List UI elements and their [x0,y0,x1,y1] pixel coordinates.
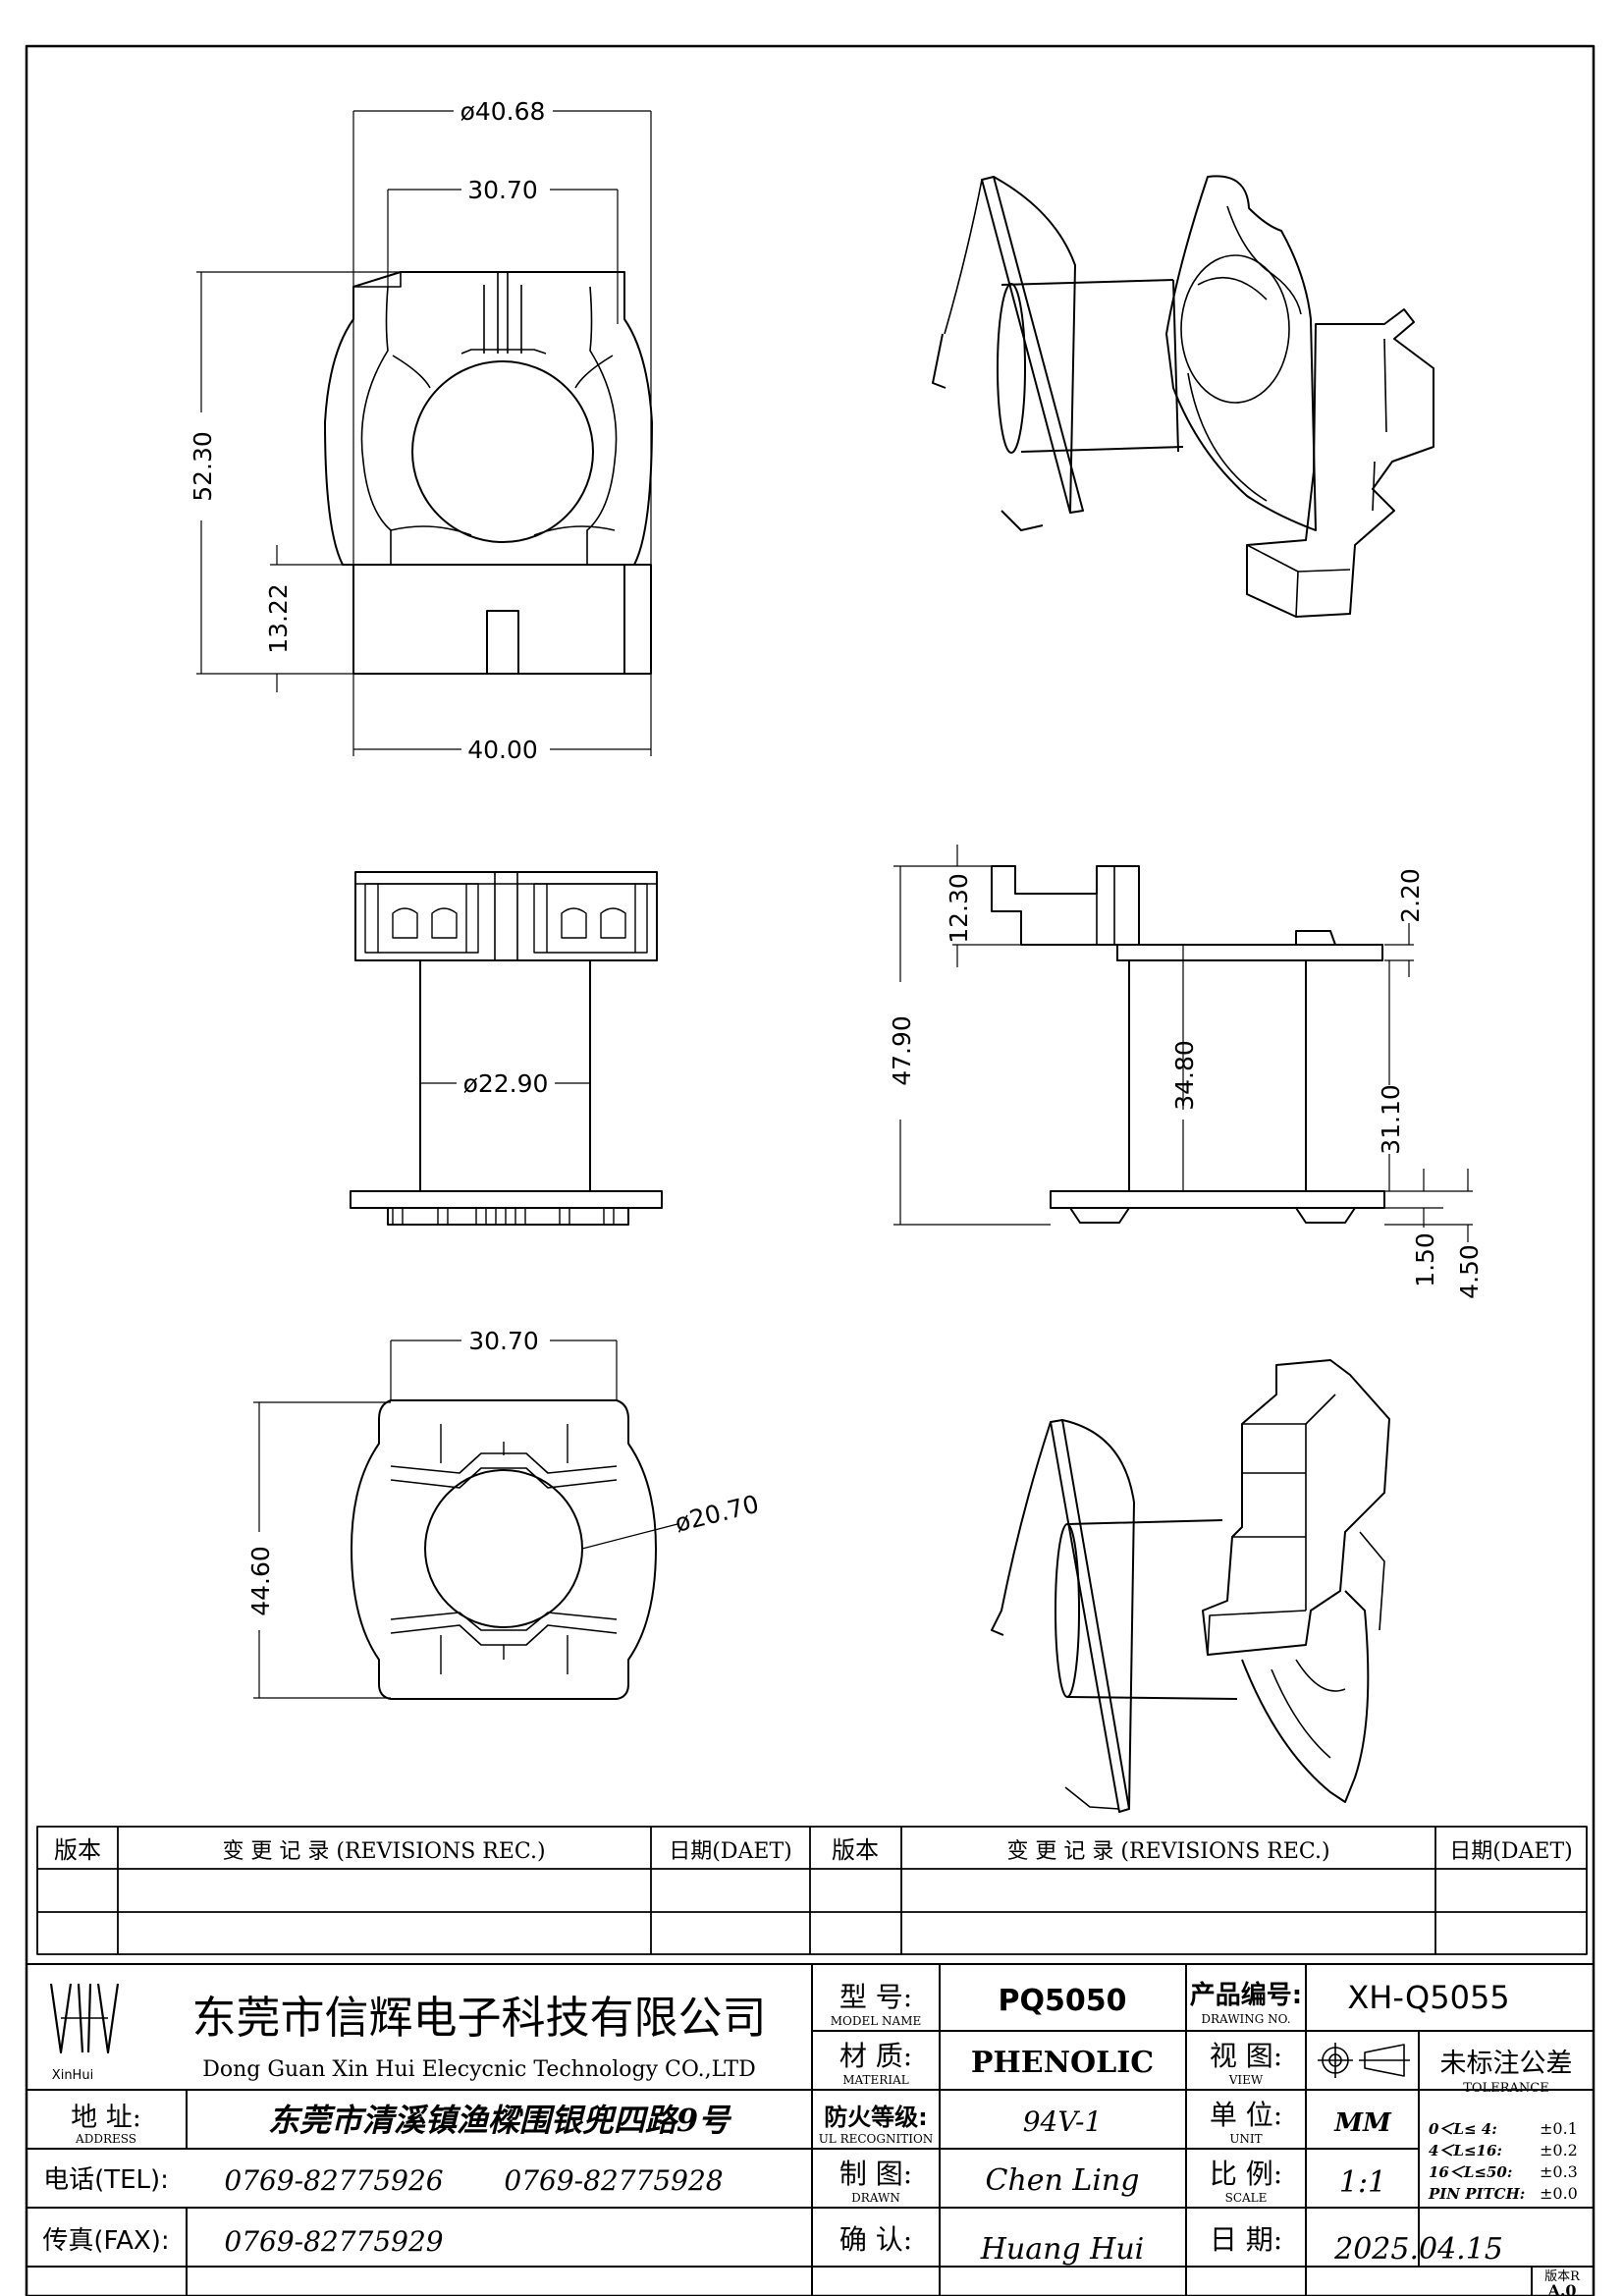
check-value: Huang Hui [980,2232,1145,2267]
version-label: 版本R [1544,2269,1581,2284]
drawn-label: 制 图: [839,2158,912,2190]
model-label-en: MODEL NAME [831,2014,922,2028]
rev-record-header-right: 变 更 记 录 (REVISIONS REC.) [1006,1839,1329,1864]
sheet-border [25,44,1596,2296]
title-block [26,1963,1595,2296]
dim-side-window: 31.10 [1377,1084,1405,1155]
dim-bottom-height: 44.60 [246,1546,275,1616]
tolerance-title: 未标注公差 [1440,2049,1573,2079]
scale-label-en: SCALE [1225,2191,1268,2205]
front-view [350,871,663,1226]
drawing-no-label: 产品编号: [1190,1980,1302,2010]
address-label: 地 址: [71,2103,141,2133]
rev-record-header-left: 变 更 记 录 (REVISIONS REC.) [222,1839,545,1864]
tolerance-value-3: ±0.3 [1540,2162,1578,2181]
bottom-view [253,1339,678,1700]
material-value: PHENOLIC [971,2046,1154,2080]
unit-label: 单 位: [1210,2099,1282,2131]
scale-label: 比 例: [1210,2158,1282,2190]
address-value: 东莞市清溪镇渔樑围银兜四路9号 [268,2102,732,2139]
dim-side-winding: 34.80 [1170,1040,1199,1111]
scale-value: 1:1 [1339,2165,1386,2200]
tel-value-2: 0769-82775928 [504,2164,723,2197]
address-label-en: ADDRESS [75,2132,136,2146]
drawing-no-value: XH-Q5055 [1347,1979,1509,2016]
company-name-cn: 东莞市信辉电子科技有限公司 [191,1992,766,2044]
dim-top-outer-dia: ø40.68 [460,97,546,126]
dim-top-height: 52.30 [189,431,217,502]
dim-bottom-width: 30.70 [468,1327,539,1355]
dim-bottom-inner-dia: ø20.70 [672,1490,761,1538]
drawn-label-en: DRAWN [851,2191,900,2205]
rev-date-header-left: 日期(DAET) [669,1839,791,1864]
dim-top-base-height: 13.22 [264,583,293,654]
rev-date-header-right: 日期(DAET) [1449,1839,1572,1864]
revision-table [36,1826,1588,1955]
version-value: A.0 [1546,2281,1576,2296]
drawn-value: Chen Ling [986,2163,1140,2198]
tolerance-range-1: 0＜L≤ 4: [1429,2120,1497,2138]
tel-label: 电话(TEL): [43,2165,169,2195]
top-view [196,110,653,756]
iso-view-upper [932,175,1434,618]
material-label-en: MATERIAL [842,2073,909,2087]
tolerance-title-en: TOLERANCE [1463,2081,1548,2096]
drawing-no-label-en: DRAWING NO. [1201,2012,1290,2026]
fire-value: 94V-1 [1023,2105,1103,2138]
rev-version-header-left: 版本 [54,1836,101,1864]
tel-value-1: 0769-82775926 [224,2164,443,2197]
dim-top-base-width: 40.00 [467,736,538,764]
tolerance-range-2: 4＜L≤16: [1429,2142,1502,2159]
dim-top-inner-width: 30.70 [467,176,538,204]
date-label: 日 期: [1210,2223,1282,2256]
tolerance-value-1: ±0.1 [1540,2119,1578,2138]
dim-front-core-dia: ø22.90 [463,1069,549,1098]
tolerance-range-3: 16＜L≤50: [1429,2163,1512,2181]
model-value: PQ5050 [999,1984,1127,2018]
date-value: 2025.04.15 [1333,2232,1503,2267]
tolerance-range-4: PIN PITCH: [1428,2185,1525,2203]
fire-label-en: UL RECOGNITION [819,2132,934,2146]
rev-version-header-right: 版本 [832,1836,879,1864]
projection-view-icon [1318,2043,1410,2078]
dim-side-lip: 2.20 [1396,868,1425,923]
iso-view-lower [991,1359,1390,1813]
check-label: 确 认: [839,2223,912,2256]
company-name-en: Dong Guan Xin Hui Elecycnic Technology C… [202,2057,755,2082]
unit-value: MM [1333,2108,1392,2138]
fax-label: 传真(FAX): [42,2226,169,2256]
dim-side-flange-thk: 1.50 [1411,1232,1439,1287]
unit-label-en: UNIT [1229,2132,1262,2146]
tolerance-value-2: ±0.2 [1540,2141,1578,2159]
view-label-en: VIEW [1228,2073,1264,2087]
model-label: 型 号: [839,1981,912,2013]
dim-side-flange-height: 12.30 [945,873,973,944]
material-label: 材 质: [839,2040,912,2072]
xinhui-logo-icon [49,1983,120,2054]
view-label: 视 图: [1210,2040,1282,2072]
dim-side-pin: 4.50 [1455,1244,1484,1299]
logo-text: XinHui [52,2068,93,2083]
dim-side-total-height: 47.90 [888,1015,916,1086]
tolerance-value-4: ±0.0 [1540,2184,1578,2203]
fire-label: 防火等级: [824,2104,928,2131]
fax-value: 0769-82775929 [224,2225,443,2258]
side-view [893,845,1473,1242]
